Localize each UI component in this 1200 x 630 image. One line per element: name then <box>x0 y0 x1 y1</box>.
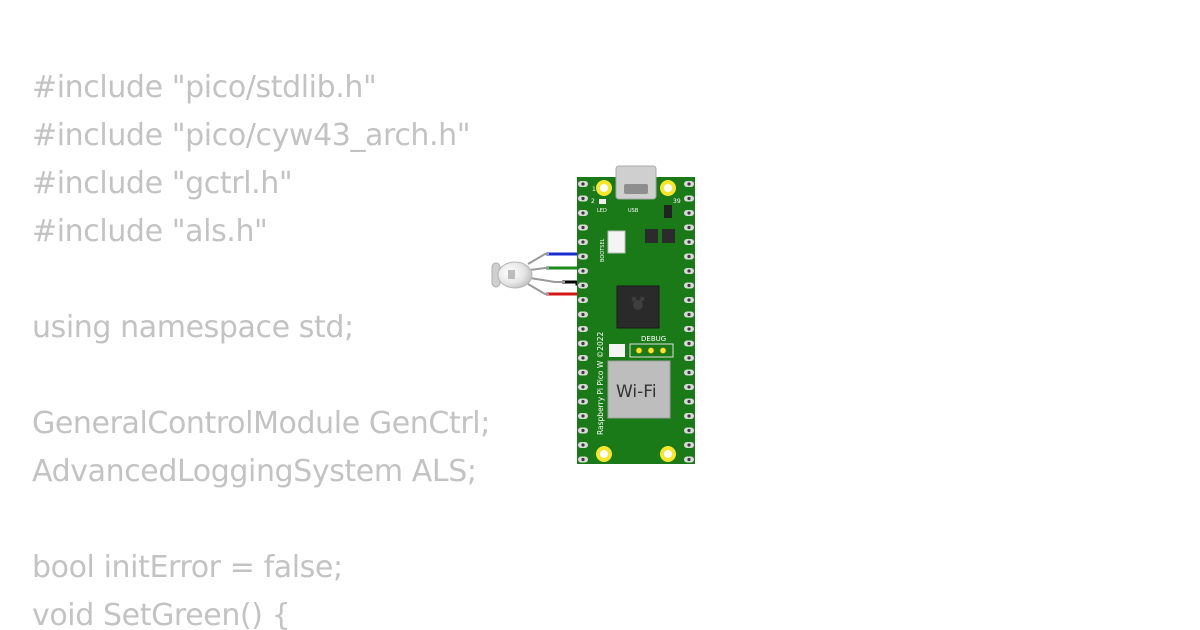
pin-hole <box>687 399 691 404</box>
pin-hole <box>581 225 585 230</box>
pin-hole <box>687 254 691 259</box>
onboard-led <box>599 199 606 204</box>
pin-hole <box>687 283 691 288</box>
mount-holes <box>596 180 676 462</box>
flash-chip <box>662 229 675 243</box>
pin-hole <box>581 211 585 215</box>
code-line: #include "gctrl.h" <box>32 166 293 201</box>
code-line: AdvancedLoggingSystem ALS; <box>32 454 477 489</box>
bootsel-button[interactable] <box>607 230 626 254</box>
code-line: using namespace std; <box>32 310 354 345</box>
pin-hole <box>581 356 585 360</box>
pin-hole <box>687 225 691 230</box>
pin-2-label: 2 <box>591 198 595 205</box>
pin-hole <box>581 327 585 331</box>
wifi-module <box>607 360 671 419</box>
pico-w-board[interactable]: 1 2 39 LED USB BOOTSEL DEBUG Wi-Fi Raspb… <box>577 165 695 464</box>
led-leg <box>527 283 549 295</box>
pin-hole <box>581 182 585 186</box>
led-leg <box>529 267 549 271</box>
pin-hole <box>581 283 585 288</box>
led-leg <box>527 253 549 265</box>
bootsel-label: BOOTSEL <box>600 238 606 262</box>
pin-hole <box>687 356 691 360</box>
component-chip <box>609 344 625 357</box>
led-label: LED <box>597 208 607 214</box>
code-line: void SetGreen() { <box>32 598 291 630</box>
pin-pads <box>578 181 694 463</box>
pin-hole <box>687 327 691 331</box>
pin-hole <box>581 312 585 317</box>
code-preview: #include "pico/stdlib.h" #include "pico/… <box>32 64 552 630</box>
mount-hole-center <box>664 184 672 192</box>
pin-hole <box>581 341 585 346</box>
pin-hole <box>687 196 691 201</box>
pin-hole <box>687 240 691 244</box>
pin-39-label: 39 <box>673 198 681 205</box>
pin-1-label: 1 <box>592 186 596 193</box>
pin-hole <box>687 312 691 317</box>
pin-hole <box>581 269 585 273</box>
pin-hole <box>581 370 585 375</box>
usb-label: USB <box>628 208 639 214</box>
raspberry-logo-icon <box>631 296 645 310</box>
pin-hole <box>581 298 585 302</box>
component-chip <box>664 205 672 218</box>
pin-hole <box>687 182 691 186</box>
debug-pad <box>659 347 667 354</box>
pin-hole <box>581 428 585 433</box>
pin-hole <box>581 443 585 447</box>
code-line: #include "pico/cyw43_arch.h" <box>32 118 471 153</box>
debug-pad <box>647 347 655 354</box>
code-line: #include "als.h" <box>32 214 268 249</box>
pin-hole <box>687 385 691 389</box>
pin-hole <box>687 370 691 375</box>
code-line: GeneralControlModule GenCtrl; <box>32 406 490 441</box>
usb-port <box>624 184 648 194</box>
rgb-led[interactable] <box>491 253 565 295</box>
regulator-chip <box>645 229 658 243</box>
debug-label: DEBUG <box>641 335 666 343</box>
pin-hole <box>687 428 691 433</box>
pin-hole <box>581 414 585 418</box>
pin-hole <box>581 457 585 462</box>
code-line: #include "pico/stdlib.h" <box>32 70 377 105</box>
debug-pad <box>635 347 643 354</box>
debug-header <box>629 343 674 358</box>
pin-hole <box>581 240 585 244</box>
pin-hole <box>687 269 691 273</box>
pin-hole <box>687 443 691 447</box>
pin-hole <box>687 211 691 215</box>
board-silkscreen: Raspberry Pi Pico W ©2022 <box>596 331 605 435</box>
wifi-label: Wi-Fi <box>616 382 657 402</box>
usb-connector <box>615 165 657 200</box>
pin-hole <box>687 414 691 418</box>
pin-hole <box>581 399 585 404</box>
code-line: bool initError = false; <box>32 550 343 585</box>
mount-hole-center <box>600 184 608 192</box>
pin-hole <box>687 457 691 462</box>
mount-hole-center <box>664 450 672 458</box>
pin-hole <box>581 385 585 389</box>
pin-hole <box>687 298 691 302</box>
pin-hole <box>581 254 585 259</box>
pin-hole <box>687 341 691 346</box>
pin-hole <box>581 196 585 201</box>
led-leg <box>529 277 565 283</box>
led-die <box>508 270 515 279</box>
mount-hole-center <box>600 450 608 458</box>
